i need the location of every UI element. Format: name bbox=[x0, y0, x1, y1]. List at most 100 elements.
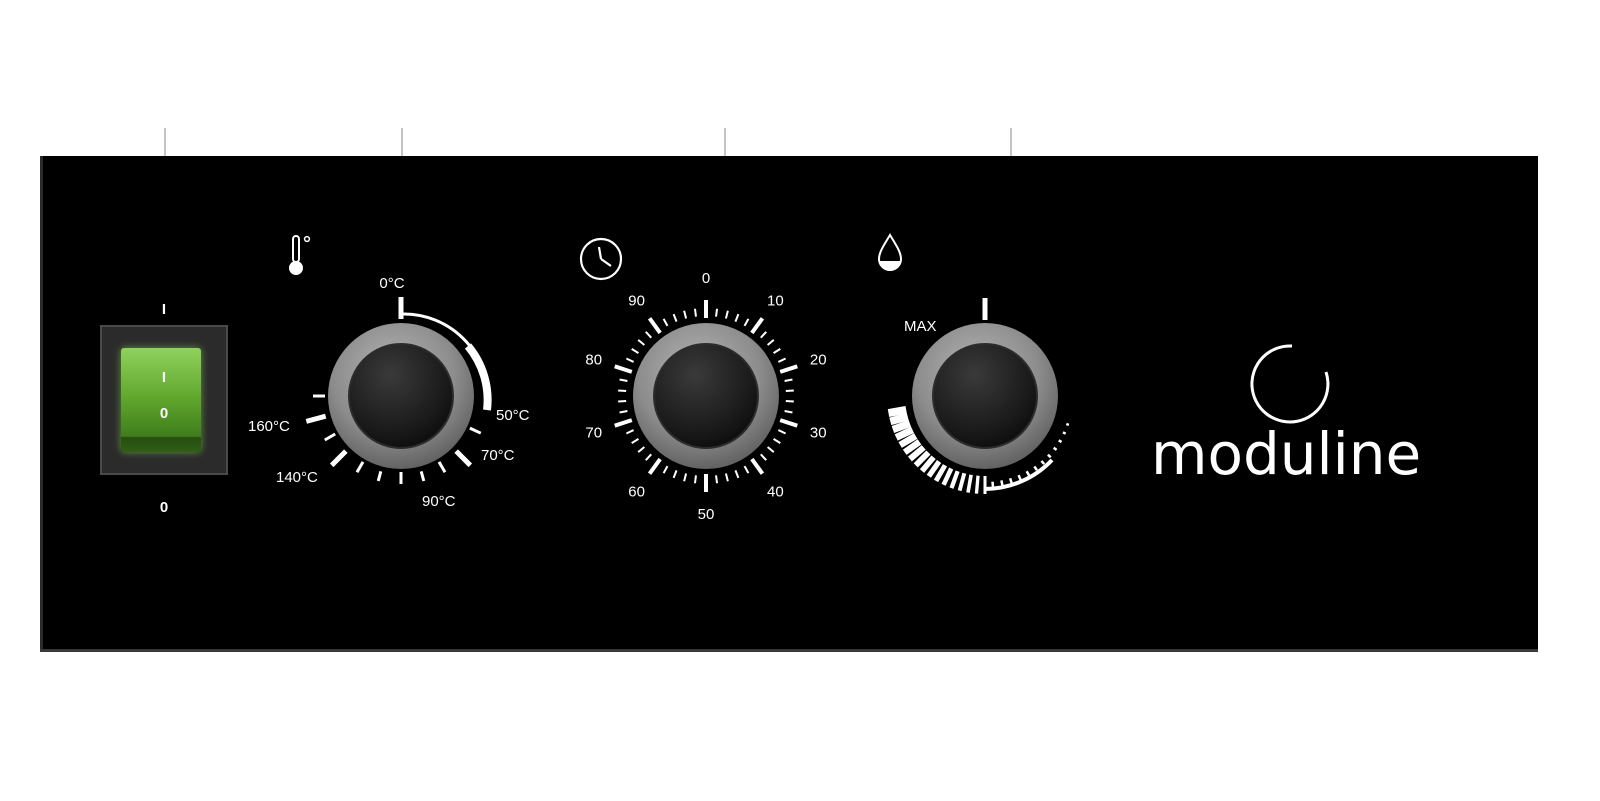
timer-label: 30 bbox=[810, 424, 827, 441]
timer-minor-tick bbox=[734, 470, 740, 479]
timer-label: 80 bbox=[585, 352, 602, 369]
temperature-tick bbox=[437, 461, 447, 473]
timer-minor-tick bbox=[625, 357, 635, 363]
timer-major-tick bbox=[779, 364, 798, 374]
humidity-fine-tick bbox=[1000, 480, 1004, 487]
humidity-fine-tick bbox=[1065, 422, 1070, 427]
timer-label: 50 bbox=[698, 506, 715, 523]
humidity-scale bbox=[887, 405, 1070, 494]
temperature-tick bbox=[454, 449, 473, 468]
timer-label: 70 bbox=[585, 424, 602, 441]
humidity-tick bbox=[907, 445, 926, 462]
temp-label-140: 140°C bbox=[276, 469, 318, 486]
timer-minor-tick bbox=[619, 378, 628, 382]
humidity-tick bbox=[957, 472, 967, 492]
humidity-fine-tick bbox=[1062, 431, 1067, 435]
timer-major-tick bbox=[647, 317, 662, 335]
timer-minor-tick bbox=[631, 348, 639, 354]
humidity-fine-tick bbox=[1047, 453, 1052, 459]
temperature-tick bbox=[355, 461, 365, 473]
timer-minor-tick bbox=[662, 318, 669, 327]
humidity-tick bbox=[966, 474, 973, 493]
humidity-tick bbox=[974, 475, 980, 494]
timer-minor-tick bbox=[773, 348, 781, 354]
temperature-tick bbox=[329, 449, 348, 468]
timer-minor-tick bbox=[693, 475, 697, 484]
timer-minor-tick bbox=[784, 378, 793, 382]
temp-label-0: 0°C bbox=[379, 275, 404, 292]
timer-label: 20 bbox=[810, 352, 827, 369]
temp-label-50: 50°C bbox=[496, 407, 530, 424]
temp-label-160: 160°C bbox=[248, 418, 290, 435]
timer-minor-tick bbox=[734, 313, 740, 322]
timer-minor-tick bbox=[637, 446, 645, 453]
humidity-fine-tick bbox=[1008, 477, 1013, 484]
timer-minor-tick bbox=[645, 453, 652, 461]
humidity-range-arc bbox=[984, 458, 1054, 491]
timer-minor-tick bbox=[618, 389, 627, 392]
humidity-tick bbox=[919, 455, 936, 473]
timer-label: 10 bbox=[767, 293, 784, 310]
clock-icon bbox=[579, 237, 623, 281]
temperature-tick bbox=[419, 470, 426, 482]
timer-minor-tick bbox=[672, 470, 678, 479]
temperature-tick bbox=[469, 426, 482, 435]
timer-knob[interactable] bbox=[633, 323, 779, 469]
timer-minor-tick bbox=[767, 339, 775, 346]
water-drop-icon bbox=[877, 233, 903, 271]
humidity-max-label: MAX bbox=[904, 318, 937, 335]
humidity-tick bbox=[898, 433, 918, 448]
timer-major-tick bbox=[779, 418, 798, 428]
humidity-knob[interactable] bbox=[912, 323, 1058, 469]
timer-minor-tick bbox=[693, 308, 697, 317]
thermometer-icon bbox=[289, 235, 311, 275]
timer-minor-tick bbox=[683, 473, 688, 482]
timer-minor-tick bbox=[637, 339, 645, 346]
timer-minor-tick bbox=[743, 318, 750, 327]
timer-major-tick bbox=[647, 457, 662, 475]
humidity-tick bbox=[887, 405, 907, 417]
humidity-fine-tick bbox=[1058, 439, 1063, 444]
humidity-fine-tick bbox=[1033, 465, 1038, 471]
timer-minor-tick bbox=[662, 465, 669, 474]
timer-major-tick bbox=[750, 317, 765, 335]
timer-minor-tick bbox=[672, 313, 678, 322]
humidity-tick bbox=[926, 460, 942, 478]
timer-minor-tick bbox=[631, 438, 639, 444]
timer-label: 60 bbox=[628, 483, 645, 500]
timer-minor-tick bbox=[784, 410, 793, 414]
humidity-tick bbox=[902, 439, 922, 455]
humidity-tick bbox=[913, 450, 931, 468]
power-ring-logo bbox=[1250, 344, 1330, 424]
humidity-tick bbox=[894, 426, 914, 441]
humidity-fine-tick bbox=[1017, 474, 1022, 481]
timer-minor-tick bbox=[767, 446, 775, 453]
timer-minor-tick bbox=[645, 331, 652, 339]
timer-minor-tick bbox=[773, 438, 781, 444]
temp-label-70: 70°C bbox=[481, 447, 515, 464]
humidity-fine-tick bbox=[1040, 460, 1046, 465]
temperature-tick bbox=[324, 432, 336, 442]
temperature-tick bbox=[305, 413, 327, 424]
power-on-label: I bbox=[162, 301, 166, 318]
rocker-off-mark: 0 bbox=[160, 405, 168, 422]
power-rocker[interactable] bbox=[121, 348, 201, 452]
brand-name: moduline bbox=[1151, 420, 1421, 488]
timer-scale bbox=[614, 300, 798, 492]
control-panel: I I 0 0 0°C 50°C 70°C 90°C 140°C 160°C bbox=[40, 156, 1538, 652]
timer-minor-tick bbox=[785, 389, 794, 392]
timer-minor-tick bbox=[760, 331, 767, 339]
humidity-tick bbox=[891, 419, 912, 433]
humidity-dial-group: MAX bbox=[877, 233, 1070, 494]
temperature-knob[interactable] bbox=[328, 323, 474, 469]
power-off-label: 0 bbox=[160, 499, 168, 516]
power-switch[interactable]: I I 0 0 bbox=[100, 301, 228, 516]
timer-minor-tick bbox=[777, 357, 787, 363]
humidity-fine-tick bbox=[1025, 470, 1031, 477]
humidity-fine-tick bbox=[1052, 446, 1058, 451]
timer-label: 0 bbox=[702, 270, 710, 287]
timer-minor-tick bbox=[760, 453, 767, 461]
timer-minor-tick bbox=[724, 473, 729, 482]
temp-label-90: 90°C bbox=[422, 493, 456, 510]
